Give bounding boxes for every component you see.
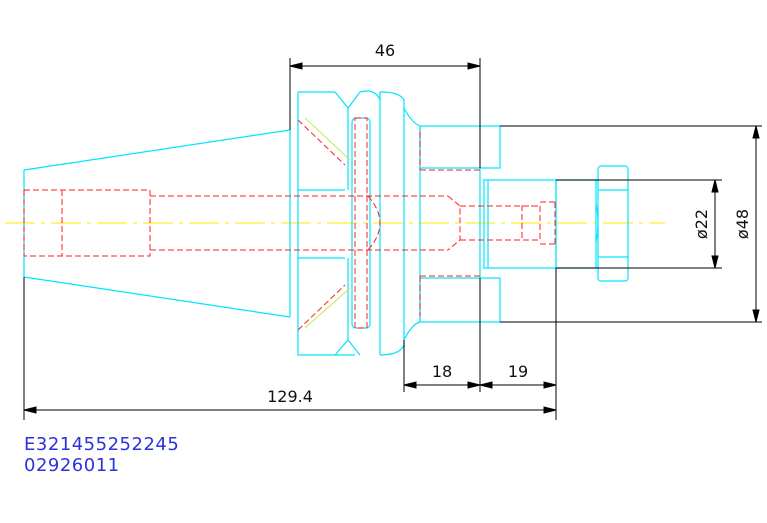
dimensions — [23, 58, 762, 420]
dim-flange-width: 46 — [375, 41, 395, 60]
item-code: 02926011 — [24, 455, 120, 476]
dim-dia-small: ø22 — [692, 209, 711, 239]
hidden-lines — [23, 117, 556, 331]
taper-shank — [23, 129, 291, 318]
thread-lines — [304, 117, 351, 329]
dim-overall-length: 129.4 — [267, 387, 313, 406]
drawing-codes: E321455252245 02926011 — [24, 434, 179, 476]
part-number: E321455252245 — [24, 434, 180, 455]
collar-nose — [419, 125, 629, 323]
dim-dia-large: ø48 — [733, 209, 752, 239]
dim-nose-length: 19 — [508, 362, 528, 381]
dim-collar-length: 18 — [432, 362, 452, 381]
